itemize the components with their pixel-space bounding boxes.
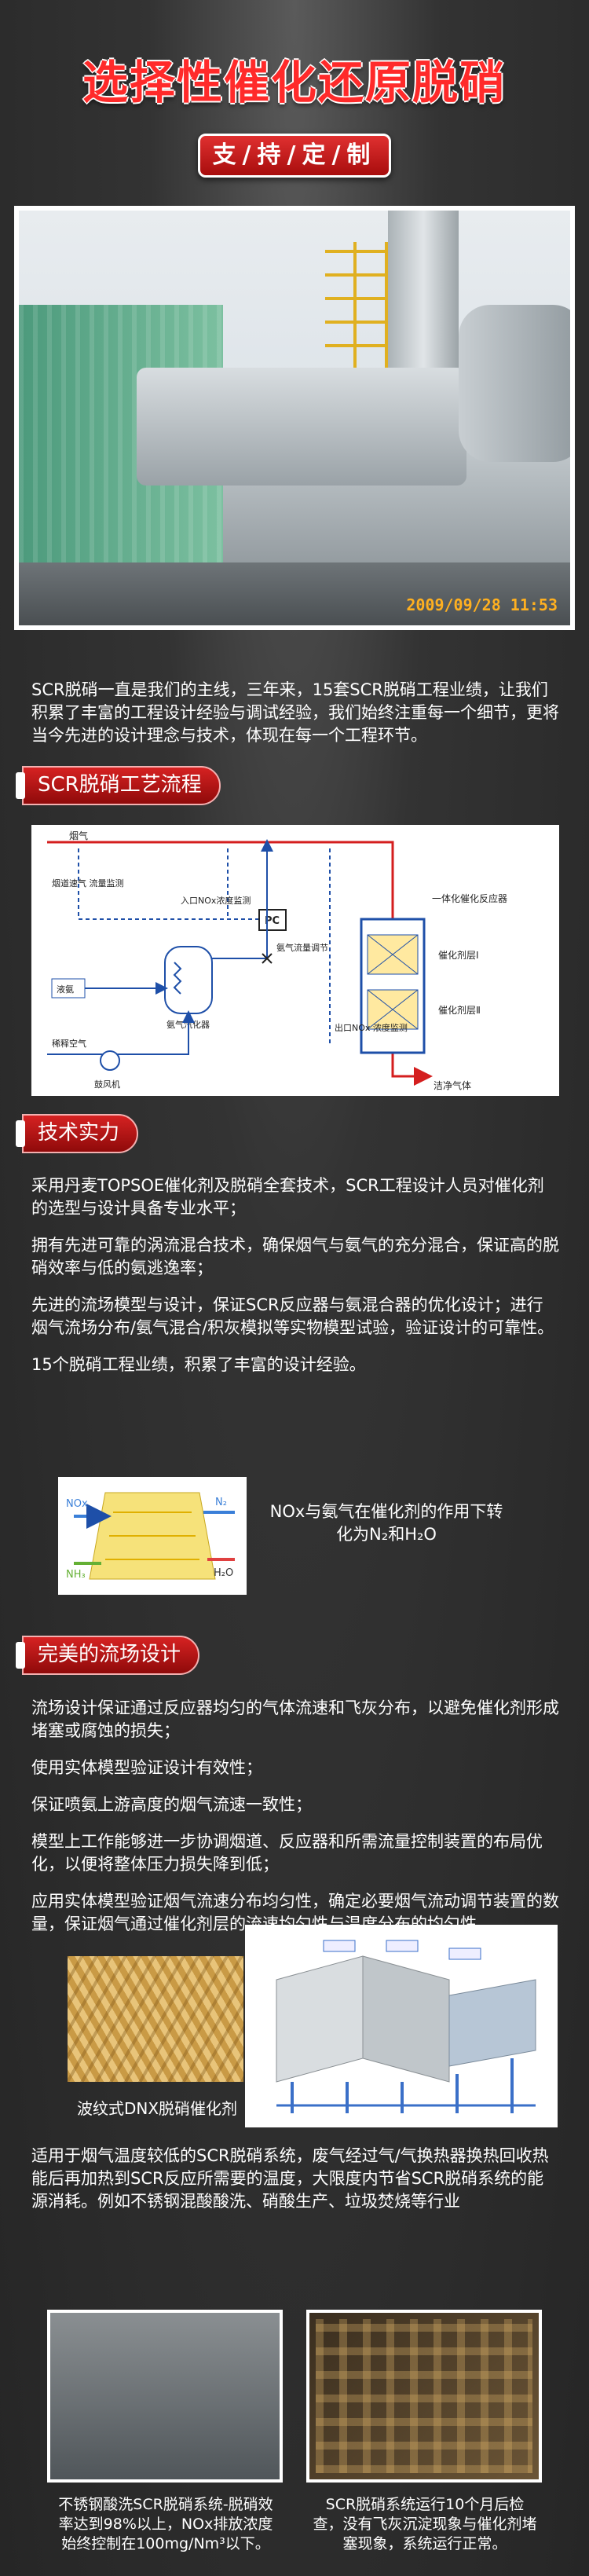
tech-paragraph: 先进的流场模型与设计，保证SCR反应器与氨混合器的优化设计；进行烟气流场分布/氨… — [31, 1295, 554, 1337]
smoke-label: 烟气 — [69, 830, 88, 841]
section-title-tech: 技术实力 — [15, 1114, 139, 1153]
section-title-process: SCR脱硝工艺流程 — [16, 766, 221, 805]
outlet-nox-label: 出口NOx 浓度监测 — [335, 1022, 408, 1033]
liquid-ammonia-box — [51, 978, 86, 999]
flow-paragraph: 使用实体模型验证设计有效性； — [31, 1758, 262, 1777]
clean-gas-label: 洁净气体 — [434, 1079, 471, 1091]
nox-tag: NOx — [66, 1498, 88, 1510]
flow-paragraphs: 流场设计保证通过反应器均匀的气体流速和飞灰分布，以避免催化剂形成堵塞或腐蚀的损失… — [31, 1697, 559, 1950]
monitor-label: 烟道速气 流量监测 — [52, 878, 124, 889]
process-diagram-svg: 烟气 一体化催化反应器 催化剂层Ⅰ 催化剂层Ⅱ 洁净气体 烟道速气 流量监测 入… — [47, 830, 507, 1091]
tech-paragraph: 采用丹麦TOPSOE催化剂及脱硝全套技术，SCR工程设计人员对催化剂的选型与设计… — [31, 1176, 544, 1218]
catalyst-inspection-caption: SCR脱硝系统运行10个月后检查，没有飞灰沉淀现象与催化剂堵塞现象，系统运行正常… — [313, 2496, 537, 2552]
tech-paragraphs: 采用丹麦TOPSOE催化剂及脱硝全套技术，SCR工程设计人员对催化剂的选型与设计… — [31, 1174, 559, 1391]
fan-label: 鼓风机 — [94, 1079, 120, 1090]
flow-model-svg — [245, 1925, 558, 2127]
process-diagram: 烟气 一体化催化反应器 催化剂层Ⅰ 催化剂层Ⅱ 洁净气体 烟道速气 流量监测 入… — [31, 825, 559, 1096]
vaporizer-coil — [173, 962, 182, 995]
plant-photo: 2009/09/28 11:53 — [19, 211, 570, 625]
flow-paragraph: 模型上工作能够进一步协调烟道、反应器和所需流量控制装置的布局优化，以便将整体压力… — [31, 1832, 543, 1874]
dilution-air-label: 稀释空气 — [52, 1038, 86, 1049]
customize-badge: 支/持/定/制 — [198, 134, 391, 178]
flow-valve-icon — [262, 953, 273, 964]
duct-vertical — [459, 305, 570, 462]
section-title-flow: 完美的流场设计 — [15, 1636, 200, 1675]
reactor-icon — [360, 918, 426, 1054]
n2-tag: N₂ — [215, 1497, 227, 1508]
flow-paragraph: 保证喷氨上游高度的烟气流速一致性； — [31, 1795, 312, 1814]
pc-controller — [258, 909, 287, 931]
ground — [19, 562, 570, 625]
hero-header: 选择性催化还原脱硝 支/持/定/制 — [0, 0, 589, 178]
catalyst-inspection-photo — [306, 2310, 542, 2483]
reactor-label: 一体化催化反应器 — [432, 892, 507, 904]
flow-paragraph: 流场设计保证通过反应器均匀的气体流速和飞灰分布，以避免催化剂形成堵塞或腐蚀的损失… — [31, 1698, 559, 1740]
intro-text: SCR脱硝一直是我们的主线，三年来，15套SCR脱硝工程业绩，让我们积累了丰富的… — [31, 680, 559, 745]
catalyst-layer-2-label: 催化剂层Ⅱ — [438, 1004, 481, 1016]
monitor-signal-line — [78, 848, 259, 920]
catalyst-reaction-svg: NOx NH₃ N₂ H₂O — [58, 1477, 247, 1595]
honeycomb-catalyst-image — [68, 1956, 243, 2082]
tech-paragraph: 15个脱硝工程业绩，积累了丰富的设计经验。 — [31, 1355, 366, 1374]
pickling-system-caption: 不锈钢酸洗SCR脱硝系统-脱硝效率达到98%以上，NOx排放浓度始终控制在100… — [58, 2496, 273, 2552]
ammonia-flow-label: 氨气流量调节 — [276, 942, 328, 953]
tech-paragraph: 拥有先进可靠的涡流混合技术，确保烟气与氨气的充分混合，保证高的脱硝效率与低的氨逃… — [31, 1236, 559, 1277]
flow-model-image — [245, 1925, 558, 2127]
pickling-system-photo — [47, 2310, 283, 2483]
liquid-ammonia-label: 液氨 — [57, 984, 74, 995]
inlet-nox-label: 入口NOx浓度监测 — [181, 895, 251, 906]
dilution-air-line — [47, 1010, 195, 1055]
duct-horizontal — [137, 368, 466, 486]
plant-photo-frame: 2009/09/28 11:53 — [14, 206, 575, 630]
nh3-tag: NH₃ — [66, 1569, 86, 1581]
honeycomb-caption: 波纹式DNX脱硝催化剂 — [76, 2099, 238, 2118]
page-title: 选择性催化还原脱硝 — [82, 56, 507, 109]
photo-timestamp: 2009/09/28 11:53 — [406, 595, 558, 614]
low-temp-text: 适用于烟气温度较低的SCR脱硝系统，废气经过气/气换热器换热回收热能后再加热到S… — [31, 2146, 549, 2211]
vaporizer-icon — [164, 946, 213, 1014]
catalyst-reaction-image: NOx NH₃ N₂ H₂O — [58, 1477, 247, 1595]
h2o-tag: H₂O — [214, 1567, 233, 1579]
catalyst-reaction-text: NOx与氨气在催化剂的作用下转化为N₂和H₂O — [269, 1502, 503, 1544]
fan-icon — [100, 1050, 120, 1071]
catalyst-layer-1-label: 催化剂层Ⅰ — [438, 949, 479, 961]
pc-label: PC — [265, 915, 280, 927]
